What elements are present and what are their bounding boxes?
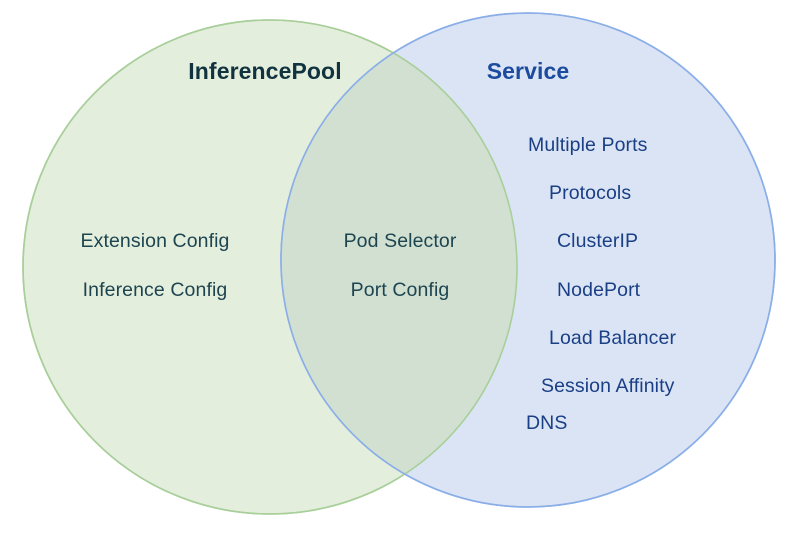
list-item: Inference Config [82, 279, 228, 301]
set-title-service: Service [486, 58, 570, 84]
list-item: Session Affinity [541, 375, 675, 397]
circle-inference-pool-outline [22, 19, 518, 515]
list-item: Extension Config [80, 230, 230, 252]
list-item: DNS [526, 412, 568, 434]
list-item: Port Config [350, 279, 450, 301]
list-item: Pod Selector [343, 230, 457, 252]
list-item: ClusterIP [557, 230, 639, 252]
circle-service-outline [280, 12, 776, 508]
list-item: Load Balancer [549, 327, 677, 349]
list-item: NodePort [557, 279, 641, 301]
list-item: Multiple Ports [528, 134, 648, 156]
intersection-lens[interactable] [281, 13, 775, 507]
set-title-inference-pool: InferencePool [188, 58, 342, 84]
list-item: Protocols [549, 182, 632, 204]
